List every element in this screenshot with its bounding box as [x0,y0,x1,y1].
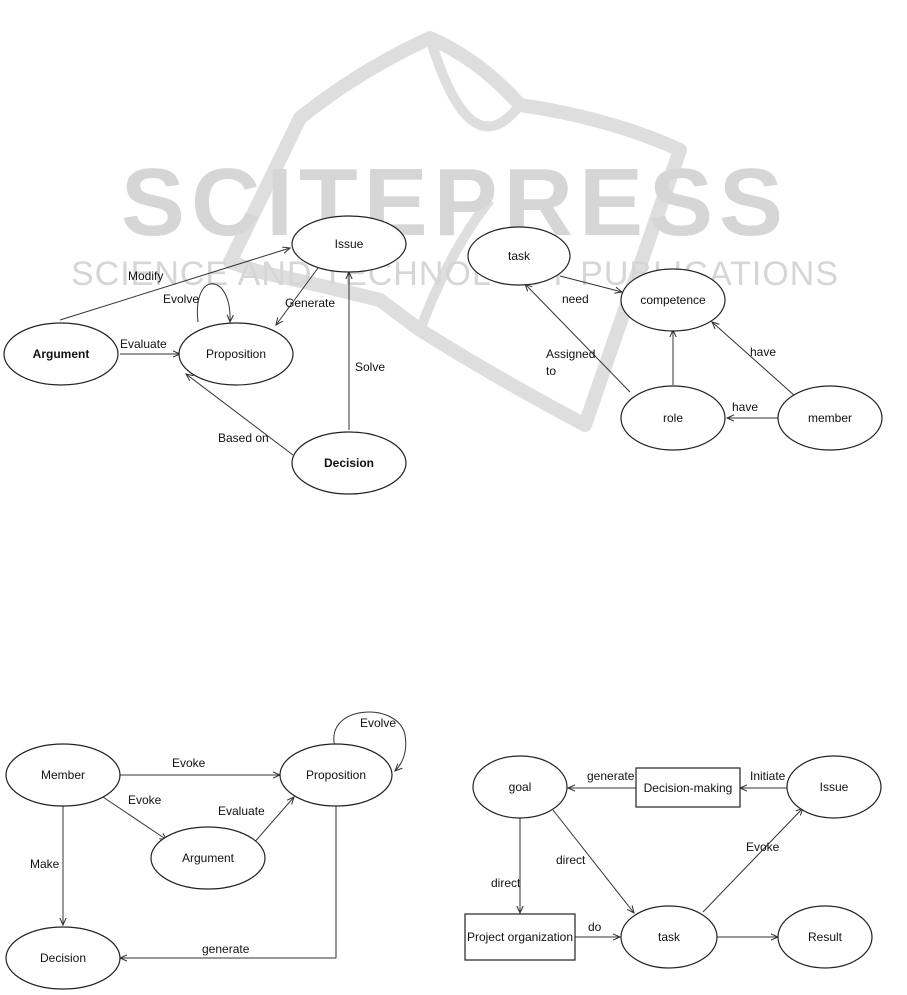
node-proposition-label: Proposition [306,768,366,782]
node-project-organization [464,913,576,961]
node-member-label: Member [41,768,85,782]
node-result-label: Result [808,930,843,944]
edge-generate-label: generate [587,769,635,783]
diagram-issue-proposition: Issue Argument Proposition Decision Modi… [3,215,407,495]
edge-evolve-label: Evolve [163,292,199,306]
edge-assigned-to-label: to [546,364,556,378]
edge-have-role-label: have [732,400,758,414]
edge-solve-label: Solve [355,360,385,374]
node-task-label: task [508,249,531,263]
edge-evoke-argument [99,794,167,840]
edge-evoke [702,808,803,913]
edge-evolve [196,283,230,322]
node-proposition-label: Proposition [206,347,266,361]
edge-based-on [186,374,294,456]
diagram-task-competence: task competence role member need Assigne… [467,226,883,451]
node-proposition [178,322,294,386]
node-goal [472,755,568,819]
node-issue [786,755,882,819]
node-competence-label: competence [640,293,706,307]
edge-generate [276,267,319,325]
node-goal-label: goal [509,780,532,794]
edge-evaluate-label: Evaluate [120,337,167,351]
node-role-label: role [663,411,683,425]
edge-direct-task [552,809,634,913]
edge-have-member-competence [712,322,796,397]
edge-generate-label: generate [202,942,250,956]
edge-evolve-label: Evolve [360,716,396,730]
edge-direct-org-label: direct [491,876,521,890]
edge-modify [59,248,290,321]
node-member [777,385,883,451]
node-issue-label: Issue [335,237,364,251]
watermark: SCITEPRESS SCIENCE AND TECHNOLOGY PUBLIC… [71,31,839,432]
edge-modify-label: Modify [128,269,163,283]
edge-need [559,275,622,292]
watermark-subtitle: SCIENCE AND TECHNOLOGY PUBLICATIONS [71,255,839,293]
node-project-organization-label: Project organization [467,930,573,944]
edge-initiate-label: Initiate [750,769,786,783]
node-proposition [279,743,393,807]
edge-evoke-argument-label: Evoke [128,793,162,807]
edge-direct-task-label: direct [556,853,586,867]
edge-based-on-label: Based on [218,431,269,445]
node-task [620,905,718,969]
node-member [5,743,121,807]
watermark-title: SCITEPRESS [121,149,789,256]
node-task-label: task [658,930,681,944]
node-decision-making-label: Decision-making [644,781,733,795]
edge-evaluate-label: Evaluate [218,804,265,818]
node-argument [150,826,266,890]
watermark-book-spine-icon [415,36,524,332]
edge-make-label: Make [30,857,60,871]
edge-need-label: need [562,292,589,306]
edge-have-competence-label: have [750,345,776,359]
edge-evoke-proposition-label: Evoke [172,756,206,770]
node-decision-making [635,767,741,808]
diagram-member-proposition: Member Proposition Argument Decision Evo… [5,711,407,990]
edge-generate [120,806,337,958]
edge-assigned-label: Assigned [546,347,595,361]
edge-generate-label: Generate [285,296,335,310]
node-issue-label: Issue [820,780,849,794]
edge-evaluate [251,797,294,846]
edge-assigned-to [525,284,631,393]
node-role [620,385,726,451]
diagram-goal-task: goal Decision-making Issue Project organ… [464,755,882,969]
node-decision [291,431,407,495]
edge-do-label: do [588,920,602,934]
node-issue [291,215,407,273]
edge-evoke-label: Evoke [746,840,780,854]
node-member-label: member [808,411,852,425]
node-argument-label: Argument [33,347,90,361]
node-argument-label: Argument [182,851,235,865]
node-task [467,226,571,286]
node-competence [620,268,726,332]
node-decision-label: Decision [324,456,374,470]
node-decision [5,926,121,990]
node-decision-label: Decision [40,951,86,965]
edge-evolve-loop [333,711,407,771]
node-result [777,905,873,969]
watermark-book-icon [223,31,687,432]
node-argument [3,322,119,386]
